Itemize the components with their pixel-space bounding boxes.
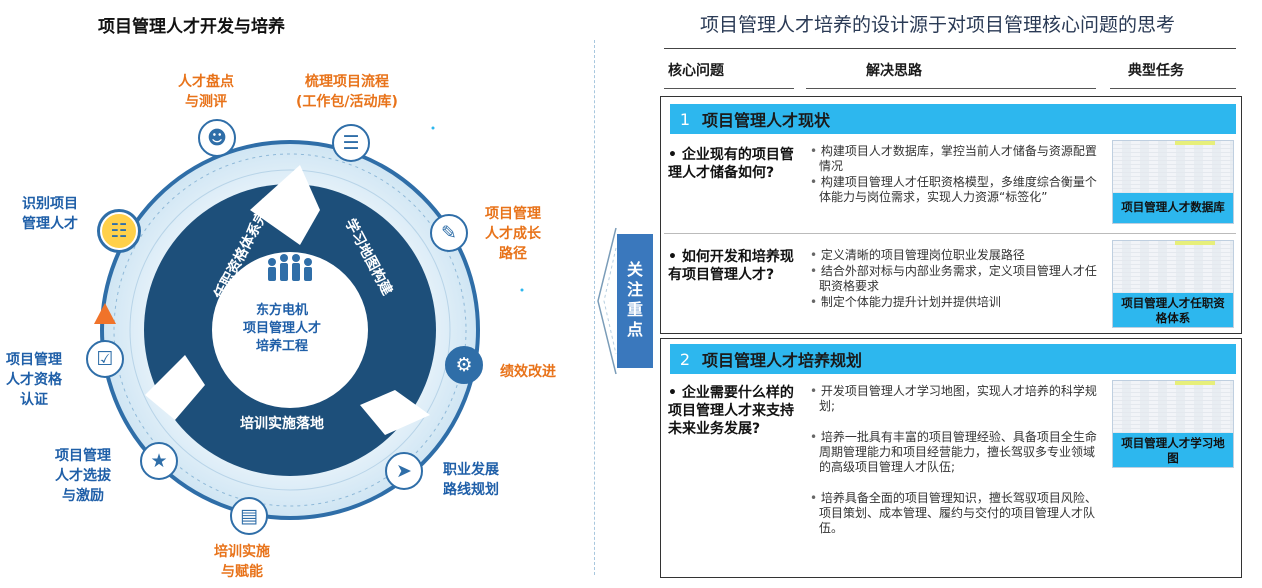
- people-icon: ☻: [198, 119, 236, 157]
- focus-chevron: [597, 227, 617, 375]
- node-label-certification: 项目管理人才资格认证: [6, 352, 62, 408]
- node-label-growth-path: 项目管理人才成长路径: [485, 206, 541, 262]
- table-preview: [1113, 241, 1233, 293]
- header-typical-task: 典型任务: [1128, 63, 1184, 79]
- node-label-identify: 识别项目管理人才: [22, 196, 78, 232]
- header-underline: [664, 88, 794, 89]
- table-preview: [1113, 381, 1233, 433]
- solution-3: 开发项目管理人才学习地图，实现人才培养的科学规划; 培养一批具有丰富的项目管理经…: [810, 384, 1100, 537]
- section-2-number: 2: [679, 349, 691, 369]
- question-3: • 企业需要什么样的项目管理人才来支持未来业务发展?: [668, 385, 794, 437]
- node-label-training: 培训实施与赋能: [214, 544, 270, 580]
- node-label-performance: 绩效改进: [500, 364, 556, 380]
- section-2-title: 项目管理人才培养规划: [702, 351, 863, 370]
- center-divider: [594, 40, 595, 575]
- header-underline: [1110, 88, 1236, 89]
- task-thumbnail-2: 项目管理人才任职资格体系: [1112, 240, 1234, 328]
- center-disk: [212, 252, 368, 408]
- question-1: • 企业现有的项目管理人才储备如何?: [668, 147, 794, 181]
- section-1-bar: 1 项目管理人才现状: [670, 104, 1236, 134]
- inner-ring-thin: [129, 169, 451, 491]
- cycle-diagram: 任职资格体系完善 学习地图构建 培训实施落地: [94, 126, 524, 520]
- certificate-icon: ☑: [86, 340, 124, 378]
- arrow-separator-3: [145, 355, 205, 420]
- decor-dot: [520, 288, 524, 292]
- section-2-bar: 2 项目管理人才培养规划: [670, 344, 1236, 374]
- focus-tab: 关 注 重 点: [617, 234, 653, 368]
- row-separator: [664, 233, 1236, 234]
- node-label-project-process: 梳理项目流程(工作包/活动库): [296, 74, 398, 110]
- center-people-icon: [268, 254, 312, 281]
- arrow-separator-2: [360, 390, 430, 435]
- outer-ring-dashed: [113, 153, 467, 507]
- task-caption-3: 项目管理人才学习地图: [1113, 433, 1233, 467]
- top-rule: [664, 48, 1236, 49]
- arrow-label-3: 培训实施落地: [240, 415, 324, 432]
- solution-2: 定义清晰的项目管理岗位职业发展路径 结合外部对标与内部业务需求，定义项目管理人才…: [810, 248, 1100, 311]
- header-solution: 解决思路: [866, 63, 922, 79]
- decor-dot: [431, 126, 435, 130]
- section-1-title: 项目管理人才现状: [702, 111, 831, 130]
- left-title: 项目管理人才开发与培养: [98, 17, 285, 37]
- head-gear-icon: ⚙: [445, 346, 483, 384]
- header-core-question: 核心问题: [668, 63, 724, 79]
- table-preview: [1113, 141, 1233, 193]
- right-title: 项目管理人才培养的设计源于对项目管理核心问题的思考: [700, 14, 1176, 36]
- section-1-number: 1: [679, 109, 691, 129]
- center-text: 东方电机 项目管理人才 培养工程: [242, 303, 321, 354]
- trophy-icon: ★: [140, 442, 178, 480]
- header-underline: [806, 88, 1096, 89]
- node-label-talent-assessment: 人才盘点与测评: [178, 74, 234, 110]
- document-icon: ☷: [100, 212, 138, 250]
- node-label-career-path: 职业发展路线规划: [443, 462, 499, 498]
- solution-1: 构建项目人才数据库，掌控当前人才储备与资源配置情况 构建项目管理人才任职资格模型…: [810, 144, 1100, 206]
- task-caption-1: 项目管理人才数据库: [1113, 193, 1233, 223]
- clipboard-icon: ✎: [430, 214, 468, 252]
- question-2: • 如何开发和培养现有项目管理人才?: [668, 249, 794, 283]
- arrow-separator-1: [250, 165, 320, 245]
- task-caption-2: 项目管理人才任职资格体系: [1113, 293, 1233, 327]
- orange-triangle: [94, 303, 116, 324]
- presentation-icon: ▤: [230, 497, 268, 535]
- runner-icon: ➤: [385, 452, 423, 490]
- org-chart-icon: ☰: [332, 124, 370, 162]
- task-thumbnail-1: 项目管理人才数据库: [1112, 140, 1234, 224]
- task-thumbnail-3: 项目管理人才学习地图: [1112, 380, 1234, 468]
- node-label-selection: 项目管理人才选拔与激励: [55, 448, 111, 504]
